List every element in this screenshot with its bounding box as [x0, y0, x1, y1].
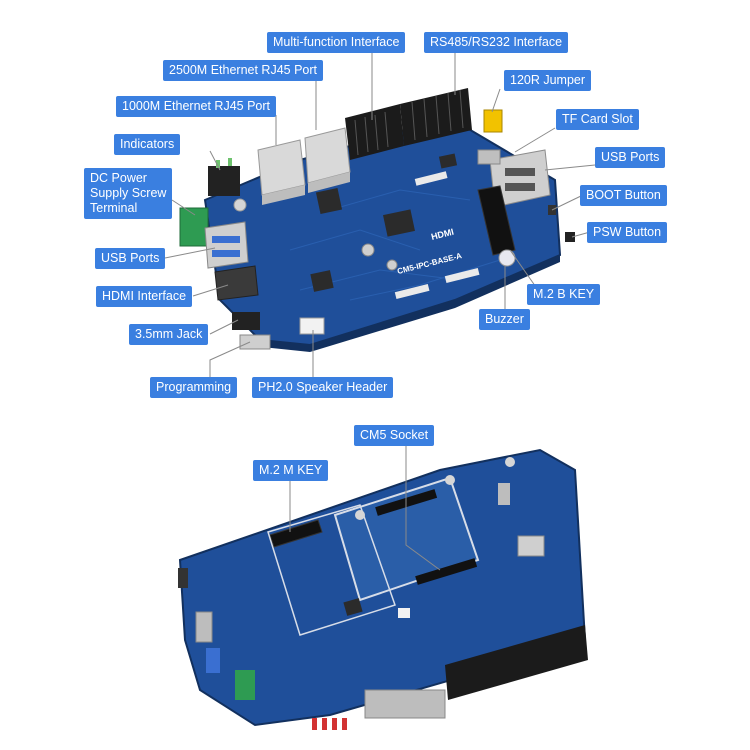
- label-ph20-speaker-header: PH2.0 Speaker Header: [252, 377, 394, 398]
- label-dc-power-line-1: DC Power: [90, 171, 147, 185]
- rj45-2500m-port: [304, 127, 351, 193]
- label-jack-35mm: 3.5mm Jack: [129, 324, 209, 345]
- rj45-1000m-port: [257, 139, 306, 205]
- top-board: HDMI CM5-IPC-BASE-A: [179, 88, 575, 352]
- jumper-120r: [483, 109, 503, 133]
- bottom-board: [178, 448, 588, 730]
- psw-button: [565, 232, 575, 242]
- label-ethernet-2500m: 2500M Ethernet RJ45 Port: [163, 60, 323, 81]
- label-tf-card-slot: TF Card Slot: [556, 109, 639, 130]
- chip-audio: [310, 270, 334, 292]
- fpc-connector-1: [394, 283, 430, 299]
- label-usb-ports-right: USB Ports: [595, 147, 666, 168]
- label-programming: Programming: [150, 377, 238, 398]
- buzzer: [498, 249, 516, 267]
- label-jumper-120r: 120R Jumper: [504, 70, 592, 91]
- chip-wifi: [315, 187, 343, 215]
- label-dc-power-line-2: Supply Screw: [90, 186, 167, 200]
- chip-small: [438, 153, 458, 169]
- bottom-leds: [312, 718, 347, 730]
- label-m2-m-key: M.2 M KEY: [253, 460, 329, 481]
- label-boot-button: BOOT Button: [580, 185, 667, 206]
- bottom-rj45-ports: [364, 689, 446, 719]
- label-multi-function-interface: Multi-function Interface: [267, 32, 406, 53]
- sim-slot: [517, 535, 545, 557]
- m2-m-key-slot: [269, 519, 323, 548]
- fpc-connector-3: [414, 171, 448, 186]
- hdmi-connector: [214, 265, 259, 301]
- label-hdmi-interface: HDMI Interface: [96, 286, 193, 307]
- usb-ports-right-connector: [489, 149, 551, 208]
- label-cm5-socket: CM5 Socket: [354, 425, 435, 446]
- multi-function-terminal: [345, 104, 404, 160]
- indicator-block: [208, 166, 240, 196]
- programming-connector: [239, 334, 271, 350]
- jack-35mm: [232, 312, 260, 330]
- label-buzzer: Buzzer: [479, 309, 530, 330]
- tf-card-slot: [477, 149, 501, 165]
- chip-main: [383, 209, 415, 237]
- label-indicators: Indicators: [114, 134, 181, 155]
- label-usb-ports-left: USB Ports: [95, 248, 166, 269]
- label-dc-power-line-3: Terminal: [90, 201, 138, 215]
- label-ethernet-1000m: 1000M Ethernet RJ45 Port: [116, 96, 276, 117]
- m2-b-key-slot: [477, 185, 516, 256]
- label-psw-button: PSW Button: [587, 222, 668, 243]
- ph20-speaker-header: [299, 317, 325, 335]
- label-rs485-rs232-interface: RS485/RS232 Interface: [424, 32, 569, 53]
- dc-power-terminal: [179, 207, 209, 247]
- bottom-terminal-blocks: [445, 625, 588, 700]
- rs485-rs232-terminal: [400, 88, 472, 146]
- label-dc-power-supply-screw-terminal: DC Power Supply Screw Terminal: [84, 168, 173, 219]
- label-m2-b-key: M.2 B KEY: [527, 284, 601, 305]
- cm5-socket-connector-2: [415, 558, 478, 585]
- usb-ports-left-connector: [204, 221, 249, 269]
- fpc-connector-2: [444, 267, 480, 283]
